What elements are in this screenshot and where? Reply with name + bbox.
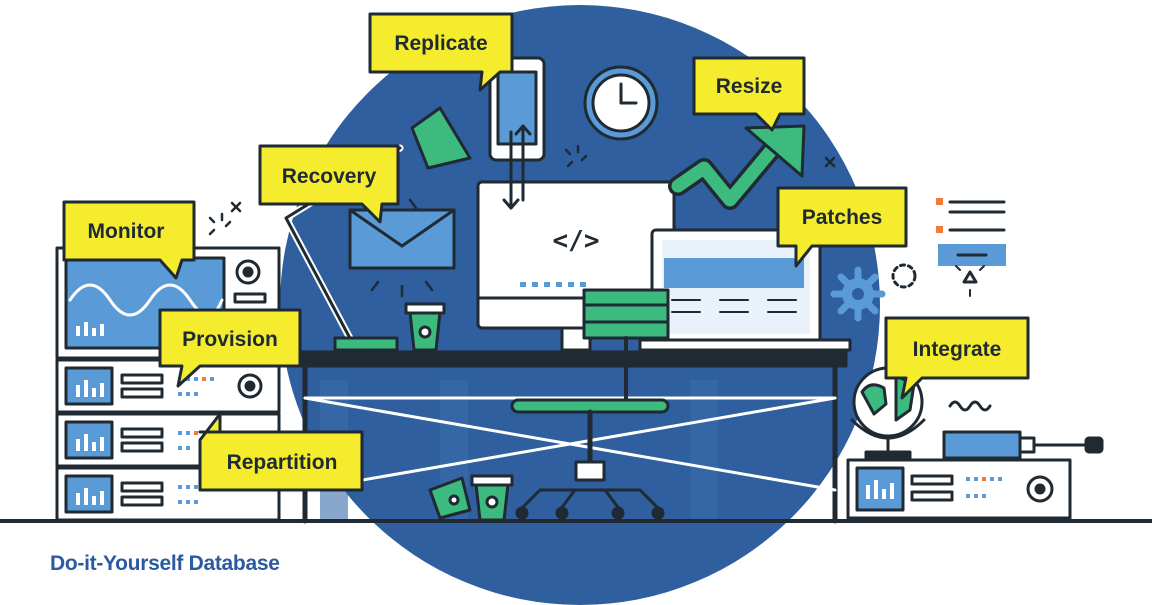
smartphone [488, 56, 546, 210]
close-mark-icon [824, 156, 836, 168]
callout-integrate-label: Integrate [913, 338, 1002, 361]
callout-provision: Provision [158, 308, 302, 388]
squiggle-decoration [948, 400, 992, 412]
callout-resize-label: Resize [716, 75, 783, 98]
sparkle-icon-center [564, 144, 588, 168]
clock-icon [583, 65, 659, 141]
server-bar-charts-right [866, 480, 894, 499]
callout-replicate: Replicate [368, 12, 514, 92]
paper-cups-icon [428, 474, 514, 522]
office-chair [510, 288, 670, 520]
loading-spinner-icon [891, 263, 917, 289]
callout-monitor: Monitor [62, 200, 196, 280]
callout-repartition: Repartition [198, 412, 364, 492]
list-icon [936, 198, 1006, 297]
callout-repartition-label: Repartition [227, 451, 338, 474]
callout-provision-label: Provision [182, 328, 278, 351]
server-status-dots-right [966, 477, 1002, 498]
coffee-cup-icon [404, 302, 446, 352]
growth-arrow-icon [668, 124, 806, 210]
desk [296, 350, 848, 524]
caption-title: Do-it-Yourself Database [50, 552, 280, 575]
server-rack-right [846, 458, 1072, 520]
callout-patches: Patches [776, 186, 908, 268]
sparkle-icon [208, 201, 242, 236]
gear-icon [830, 266, 886, 322]
screwdriver-icon [942, 430, 1104, 460]
callout-recovery: Recovery [258, 144, 400, 224]
callout-integrate: Integrate [884, 316, 1030, 400]
envelope-icon [348, 208, 456, 298]
callout-resize: Resize [692, 56, 806, 132]
callout-replicate-label: Replicate [394, 32, 487, 55]
laptop [638, 228, 852, 352]
code-symbol-icon: </> [553, 226, 600, 256]
callout-monitor-label: Monitor [88, 220, 165, 243]
callout-recovery-label: Recovery [282, 165, 377, 188]
server-bar-charts-left [76, 380, 104, 505]
callout-patches-label: Patches [802, 206, 883, 229]
